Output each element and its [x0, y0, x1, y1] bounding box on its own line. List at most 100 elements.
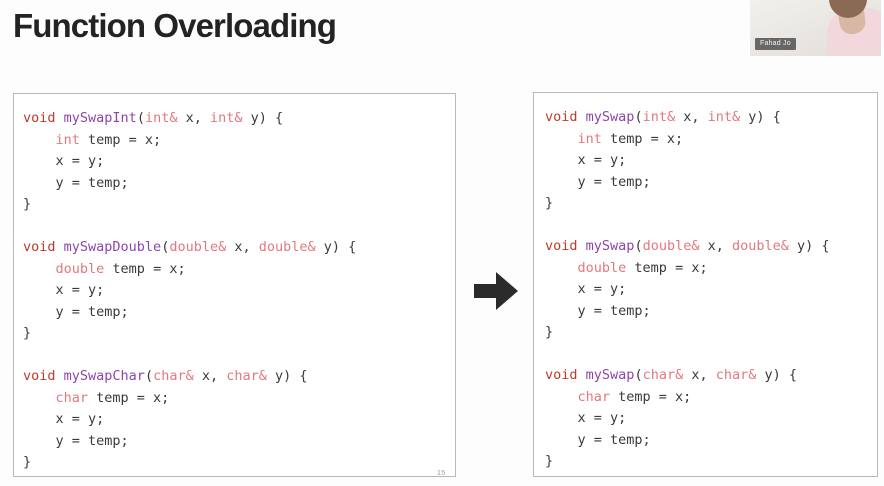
- code-token-type: int: [55, 131, 80, 148]
- code-token-plain: [23, 390, 56, 406]
- code-token-plain: x = y;: [23, 411, 105, 427]
- code-token-type: double: [55, 260, 105, 277]
- code-token-plain: temp = x;: [88, 389, 170, 406]
- code-token-type: int: [577, 130, 602, 147]
- code-token-fn: mySwapDouble: [63, 239, 162, 255]
- code-token-kw: void: [545, 109, 578, 125]
- code-token-kw: void: [23, 239, 56, 255]
- code-token-plain: temp = x;: [79, 131, 162, 148]
- code-token-plain: [545, 389, 578, 405]
- function-definition: void mySwap(double& x, double& y) { doub…: [545, 236, 877, 344]
- code-line: }: [23, 194, 455, 216]
- code-token-plain: x = y;: [23, 153, 105, 169]
- webcam-participant-name: Fahad Jo: [755, 38, 796, 50]
- code-token-plain: (: [634, 109, 643, 125]
- code-token-type: char&: [153, 368, 194, 384]
- code-token-type: double&: [169, 239, 227, 255]
- code-token-plain: y) {: [756, 367, 798, 383]
- code-token-fn: mySwapChar: [63, 368, 145, 384]
- code-line: int temp = x;: [545, 129, 877, 151]
- code-token-plain: temp = x;: [610, 388, 692, 405]
- code-line: x = y;: [23, 151, 455, 173]
- code-line: y = temp;: [545, 430, 877, 452]
- slide-page-number: 15: [437, 470, 446, 477]
- code-line: void mySwapInt(int& x, int& y) {: [23, 108, 455, 130]
- code-line: int temp = x;: [23, 130, 455, 152]
- code-blank-line: [545, 344, 877, 366]
- code-token-plain: (: [136, 110, 145, 126]
- code-token-plain: y) {: [788, 238, 830, 254]
- webcam-person-head: [829, 0, 867, 18]
- code-line: }: [23, 452, 455, 474]
- code-blank-line: [23, 216, 455, 238]
- arrow-right-icon: [470, 265, 522, 317]
- code-token-plain: x,: [193, 368, 227, 384]
- code-token-fn: mySwap: [585, 109, 635, 125]
- code-token-kw: void: [545, 367, 578, 383]
- code-token-plain: (: [634, 238, 643, 254]
- code-line: }: [545, 322, 877, 344]
- code-token-plain: x,: [226, 239, 259, 255]
- code-token-plain: y) {: [740, 109, 781, 125]
- code-token-plain: x = y;: [545, 152, 627, 168]
- code-token-plain: temp = x;: [104, 260, 186, 277]
- code-token-plain: }: [545, 453, 554, 469]
- function-definition: void mySwap(int& x, int& y) { int temp =…: [545, 107, 877, 215]
- code-listing-original: void mySwapInt(int& x, int& y) { int tem…: [14, 94, 455, 474]
- code-token-type: int&: [642, 109, 676, 125]
- code-token-plain: temp = x;: [626, 259, 708, 276]
- code-line: }: [545, 451, 877, 473]
- code-token-plain: y = temp;: [23, 432, 129, 449]
- code-token-plain: y = temp;: [545, 431, 651, 448]
- code-line: void mySwap(double& x, double& y) {: [545, 236, 877, 258]
- code-token-plain: y = temp;: [23, 174, 129, 191]
- code-token-plain: x,: [675, 109, 708, 125]
- code-listing-overloaded: void mySwap(int& x, int& y) { int temp =…: [534, 93, 877, 473]
- code-token-plain: }: [23, 325, 32, 341]
- code-token-plain: y = temp;: [545, 302, 651, 319]
- code-blank-line: [545, 215, 877, 237]
- function-definition: void mySwapChar(char& x, char& y) { char…: [23, 366, 455, 474]
- code-token-plain: [56, 110, 64, 126]
- function-definition: void mySwap(char& x, char& y) { char tem…: [545, 365, 877, 473]
- code-line: y = temp;: [23, 431, 455, 453]
- code-line: void mySwapDouble(double& x, double& y) …: [23, 237, 455, 259]
- code-token-plain: [578, 109, 586, 125]
- code-token-plain: y) {: [266, 368, 308, 384]
- code-token-plain: (: [634, 367, 643, 383]
- code-token-plain: y = temp;: [23, 303, 129, 320]
- code-token-type: char: [55, 389, 89, 406]
- code-line: void mySwap(int& x, int& y) {: [545, 107, 877, 129]
- code-token-type: double&: [642, 238, 700, 254]
- code-token-plain: y = temp;: [545, 173, 651, 190]
- code-token-kw: void: [545, 238, 578, 254]
- code-token-type: char&: [715, 367, 757, 383]
- code-token-plain: y) {: [315, 239, 357, 255]
- code-token-type: char&: [642, 367, 684, 383]
- code-token-kw: void: [23, 110, 56, 126]
- code-token-plain: temp = x;: [601, 130, 684, 147]
- code-token-plain: }: [23, 196, 32, 212]
- code-token-fn: mySwap: [585, 367, 635, 383]
- code-token-plain: }: [23, 454, 32, 470]
- code-line: x = y;: [545, 408, 877, 430]
- webcam-video-tile[interactable]: Fahad Jo: [750, 0, 881, 56]
- code-token-plain: (: [144, 368, 154, 384]
- code-token-type: double&: [732, 238, 789, 254]
- code-token-plain: [578, 367, 586, 383]
- code-token-kw: void: [23, 368, 56, 384]
- code-line: void mySwap(char& x, char& y) {: [545, 365, 877, 387]
- code-token-type: int&: [707, 109, 741, 125]
- function-definition: void mySwapDouble(double& x, double& y) …: [23, 237, 455, 345]
- code-line: }: [23, 323, 455, 345]
- code-blank-line: [23, 345, 455, 367]
- code-token-plain: [545, 260, 578, 276]
- code-line: y = temp;: [23, 173, 455, 195]
- code-token-type: double: [577, 259, 627, 276]
- code-token-type: char: [577, 388, 611, 405]
- code-line: x = y;: [23, 409, 455, 431]
- code-line: char temp = x;: [23, 388, 455, 410]
- code-token-plain: [56, 239, 64, 255]
- code-token-plain: x,: [683, 367, 716, 383]
- code-token-plain: x,: [699, 238, 732, 254]
